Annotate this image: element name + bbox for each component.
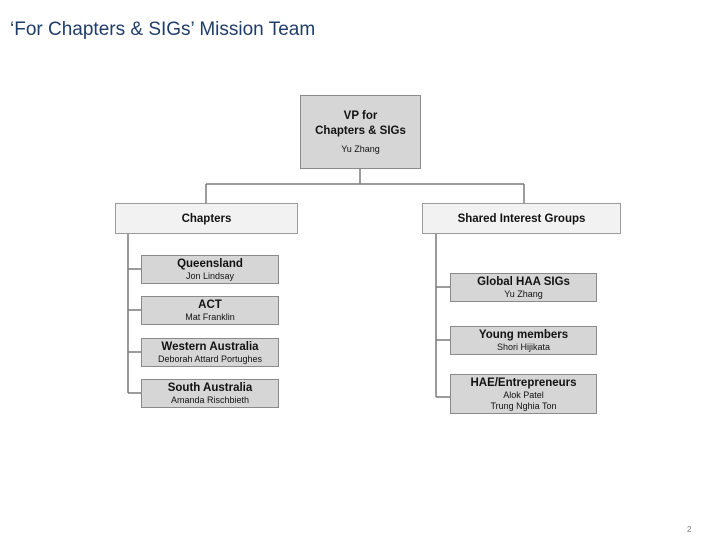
slide-title: ‘For Chapters & SIGs’ Mission Team: [10, 19, 316, 40]
chapter-person: Amanda Rischbieth: [170, 395, 250, 405]
sig-item-global-haa: Global HAA SIGs Yu Zhang: [450, 273, 597, 302]
chapter-person: Mat Franklin: [185, 312, 235, 322]
chapter-title: Queensland: [177, 258, 243, 270]
sig-person: Shori Hijikata: [496, 342, 551, 352]
chapter-item-western-australia: Western Australia Deborah Attard Portugh…: [141, 338, 279, 367]
sig-person-2: Trung Nghia Ton: [490, 401, 557, 411]
sigs-header-label: Shared Interest Groups: [457, 212, 586, 225]
sigs-header: Shared Interest Groups: [422, 203, 621, 234]
sig-title: Young members: [478, 329, 569, 341]
sig-item-young-members: Young members Shori Hijikata: [450, 326, 597, 355]
chapters-header-label: Chapters: [181, 212, 232, 225]
vp-title-line2: Chapters & SIGs: [315, 125, 406, 137]
chapter-item-queensland: Queensland Jon Lindsay: [141, 255, 279, 284]
sig-title: HAE/Entrepreneurs: [470, 377, 577, 389]
page-number: 2: [687, 525, 692, 534]
chapters-header: Chapters: [115, 203, 298, 234]
vp-name: Yu Zhang: [341, 144, 380, 154]
chapter-item-south-australia: South Australia Amanda Rischbieth: [141, 379, 279, 408]
sig-person: Alok Patel: [503, 390, 544, 400]
sig-title: Global HAA SIGs: [477, 276, 570, 288]
vp-box: VP for Chapters & SIGs Yu Zhang: [300, 95, 421, 169]
chapter-person: Jon Lindsay: [185, 271, 235, 281]
chapter-title: South Australia: [167, 382, 253, 394]
sig-person: Yu Zhang: [504, 289, 543, 299]
chapter-item-act: ACT Mat Franklin: [141, 296, 279, 325]
chapter-title: Western Australia: [161, 341, 259, 353]
vp-title-line1: VP for: [343, 110, 378, 122]
sig-item-hae-entrepreneurs: HAE/Entrepreneurs Alok Patel Trung Nghia…: [450, 374, 597, 414]
chapter-title: ACT: [198, 299, 222, 311]
chapter-person: Deborah Attard Portughes: [157, 354, 263, 364]
